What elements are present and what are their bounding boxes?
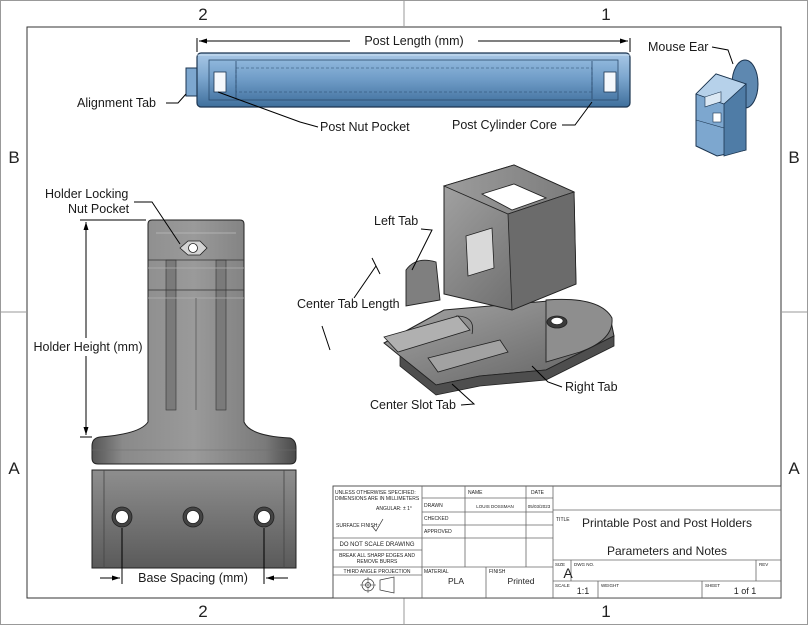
holder-isometric-part [383, 164, 615, 396]
title-block [332, 485, 782, 599]
angular-tolerance: ANGULAR: ± 1° [376, 506, 412, 512]
mouse-ear-part [695, 59, 759, 157]
zone-label-left-a: A [8, 459, 20, 478]
zone-label-top-1: 1 [601, 5, 610, 24]
break-edges-note-1: BREAK ALL SHARP EDGES AND [339, 553, 415, 559]
size-label: SIZE [555, 562, 565, 567]
checked-row-label: CHECKED [424, 516, 449, 522]
title-label: TITLE [556, 517, 570, 523]
dwg-no-label: DWG NO. [574, 562, 594, 567]
zone-label-top-2: 2 [198, 5, 207, 24]
right-tab-label: Right Tab [565, 380, 618, 394]
holder-locking-label-2: Nut Pocket [68, 202, 130, 216]
zone-label-bottom-1: 1 [601, 602, 610, 621]
drawn-row-label: DRAWN [424, 503, 443, 509]
scale-value: 1:1 [577, 586, 590, 596]
drawn-by-value: LOUIS DOSSMAN [476, 504, 514, 509]
third-angle-projection-label: THIRD ANGLE PROJECTION [344, 569, 411, 575]
post-part [185, 52, 631, 108]
do-not-scale-note: DO NOT SCALE DRAWING [339, 542, 414, 548]
tolerance-note-1: UNLESS OTHERWISE SPECIFIED: [335, 490, 416, 496]
zone-label-bottom-2: 2 [198, 602, 207, 621]
sheet-label: SHEET [705, 583, 720, 588]
center-tab-length-label: Center Tab Length [297, 297, 400, 311]
date-column-header: DATE [531, 490, 545, 496]
material-value: PLA [448, 576, 464, 586]
post-nut-pocket-label: Post Nut Pocket [320, 120, 410, 134]
alignment-tab-label: Alignment Tab [77, 96, 156, 110]
holder-locking-label-1: Holder Locking [45, 187, 128, 201]
tolerance-note-2: DIMENSIONS ARE IN MILLIMETERS [335, 496, 420, 502]
zone-label-right-a: A [788, 459, 800, 478]
drawn-date-value: 05/03/2023 [528, 504, 551, 509]
holder-height-label: Holder Height (mm) [33, 340, 142, 354]
post-cylinder-core-label: Post Cylinder Core [452, 118, 557, 132]
post-length-label: Post Length (mm) [364, 34, 463, 48]
holder-front-part [91, 219, 297, 465]
drawing-title-line-2: Parameters and Notes [607, 544, 727, 558]
left-tab-label: Left Tab [374, 214, 418, 228]
center-slot-tab-label: Center Slot Tab [370, 398, 456, 412]
scale-label: SCALE [555, 583, 570, 588]
holder-base-part [91, 469, 297, 569]
rev-label: REV [759, 562, 768, 567]
mouse-ear-label: Mouse Ear [648, 40, 708, 54]
drawing-title-line-1: Printable Post and Post Holders [582, 516, 752, 530]
approved-row-label: APPROVED [424, 529, 452, 535]
weight-label: WEIGHT [601, 583, 619, 588]
surface-finish-label: SURFACE FINISH: [336, 523, 379, 529]
size-value: A [563, 565, 573, 581]
finish-value: Printed [508, 576, 535, 586]
base-spacing-label: Base Spacing (mm) [138, 571, 248, 585]
sheet-value: 1 of 1 [734, 586, 757, 596]
zone-label-right-b: B [788, 148, 799, 167]
zone-label-left-b: B [8, 148, 19, 167]
finish-label: FINISH [489, 569, 506, 575]
break-edges-note-2: REMOVE BURRS [357, 559, 398, 565]
projection-symbol [360, 576, 395, 594]
name-column-header: NAME [468, 490, 483, 496]
material-label: MATERIAL [424, 569, 449, 575]
